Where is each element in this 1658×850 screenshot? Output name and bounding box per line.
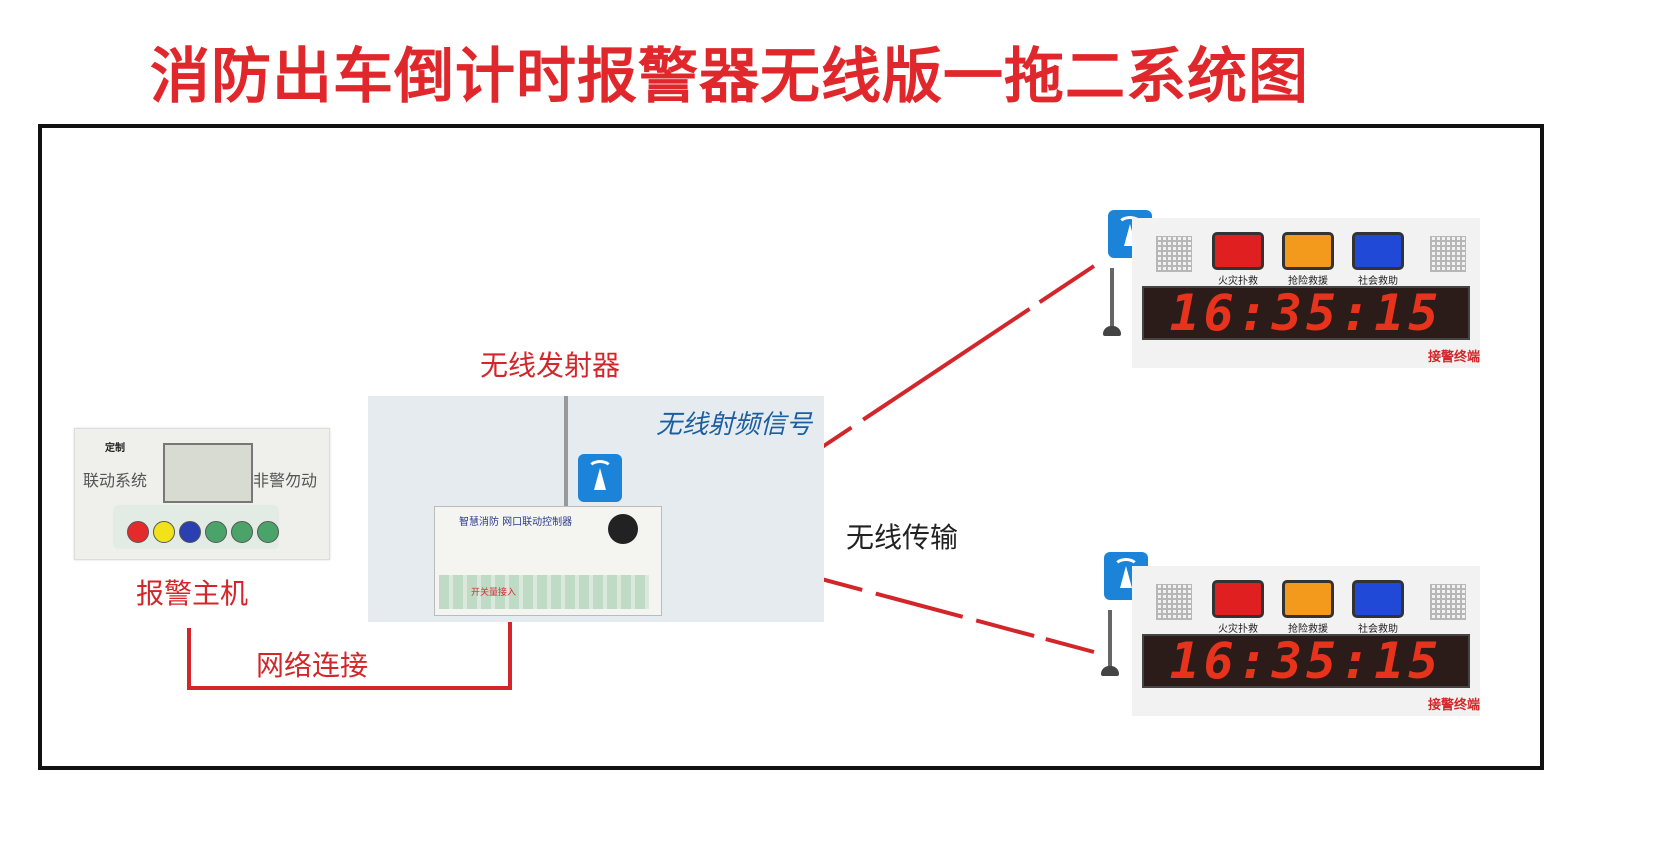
host-red-button (127, 521, 149, 543)
transmitter-antenna (564, 396, 568, 511)
countdown-time: 16:35:15 (1169, 284, 1443, 342)
host-tag: 定制 (105, 443, 125, 454)
rescue-light-caption: 抢险救援 (1288, 276, 1328, 287)
speaker-grille-right (1430, 236, 1466, 272)
terminal-2-antenna (1108, 610, 1112, 670)
host-plus-button (231, 521, 253, 543)
terminal-caption: 接警终端 (1427, 698, 1480, 713)
wireless-transmission-label: 无线传输 (846, 521, 959, 554)
controller-open-text: 开关量接入 (471, 588, 517, 598)
host-right-text: 非警勿动 (253, 471, 318, 490)
tower-icon (1120, 566, 1132, 588)
wifi-signal-icon (578, 454, 622, 502)
controller-title: 智慧消防 网口联动控制器 (459, 517, 573, 528)
countdown-display: 16:35:15 (1142, 634, 1470, 688)
speaker-grille-right (1430, 584, 1466, 620)
alarm-terminal-1: 火灾扑救 抢险救援 社会救助 16:35:15 接警终端 (1132, 218, 1480, 368)
rf-signal-label: 无线射频信号 (656, 410, 813, 440)
terminal-block (439, 575, 649, 609)
fire-light (1212, 232, 1264, 270)
terminal-caption: 接警终端 (1427, 350, 1480, 365)
speaker-grille-left (1156, 236, 1192, 272)
fire-light-caption: 火灾扑救 (1218, 624, 1258, 635)
signal-arc-icon (1117, 216, 1143, 236)
signal-arc-icon (1113, 558, 1139, 578)
tower-icon (594, 468, 606, 490)
diagram-title: 消防出车倒计时报警器无线版一拖二系统图 (150, 42, 1309, 112)
wireless-transmitter: 智慧消防 网口联动控制器 开关量接入 (368, 396, 824, 622)
fire-light (1212, 580, 1264, 618)
diagram-frame (38, 124, 1544, 770)
assist-light (1352, 232, 1404, 270)
speaker-grille-left (1156, 584, 1192, 620)
assist-light-caption: 社会救助 (1358, 624, 1398, 635)
network-label: 网络连接 (256, 649, 369, 682)
countdown-time: 16:35:15 (1169, 632, 1443, 690)
transmitter-label: 无线发射器 (480, 349, 621, 382)
countdown-display: 16:35:15 (1142, 286, 1470, 340)
alarm-host-panel: 定制 联动系统 非警勿动 (74, 428, 330, 560)
assist-light (1352, 580, 1404, 618)
terminal-1-antenna (1110, 268, 1114, 330)
signal-arc-icon (587, 460, 613, 480)
rescue-light (1282, 580, 1334, 618)
host-confirm-button (257, 521, 279, 543)
host-left-text: 联动系统 (83, 471, 148, 490)
antenna-connector (608, 514, 638, 544)
assist-light-caption: 社会救助 (1358, 276, 1398, 287)
network-wire (187, 620, 512, 690)
host-blue-button (179, 521, 201, 543)
rescue-light (1282, 232, 1334, 270)
fire-light-caption: 火灾扑救 (1218, 276, 1258, 287)
terminal-1-antenna-base (1103, 326, 1121, 336)
terminal-2-antenna-base (1101, 666, 1119, 676)
host-minus-button (205, 521, 227, 543)
rescue-light-caption: 抢险救援 (1288, 624, 1328, 635)
host-label: 报警主机 (136, 577, 249, 610)
alarm-terminal-2: 火灾扑救 抢险救援 社会救助 16:35:15 接警终端 (1132, 566, 1480, 716)
host-lcd-screen (163, 443, 253, 503)
host-yellow-button (153, 521, 175, 543)
